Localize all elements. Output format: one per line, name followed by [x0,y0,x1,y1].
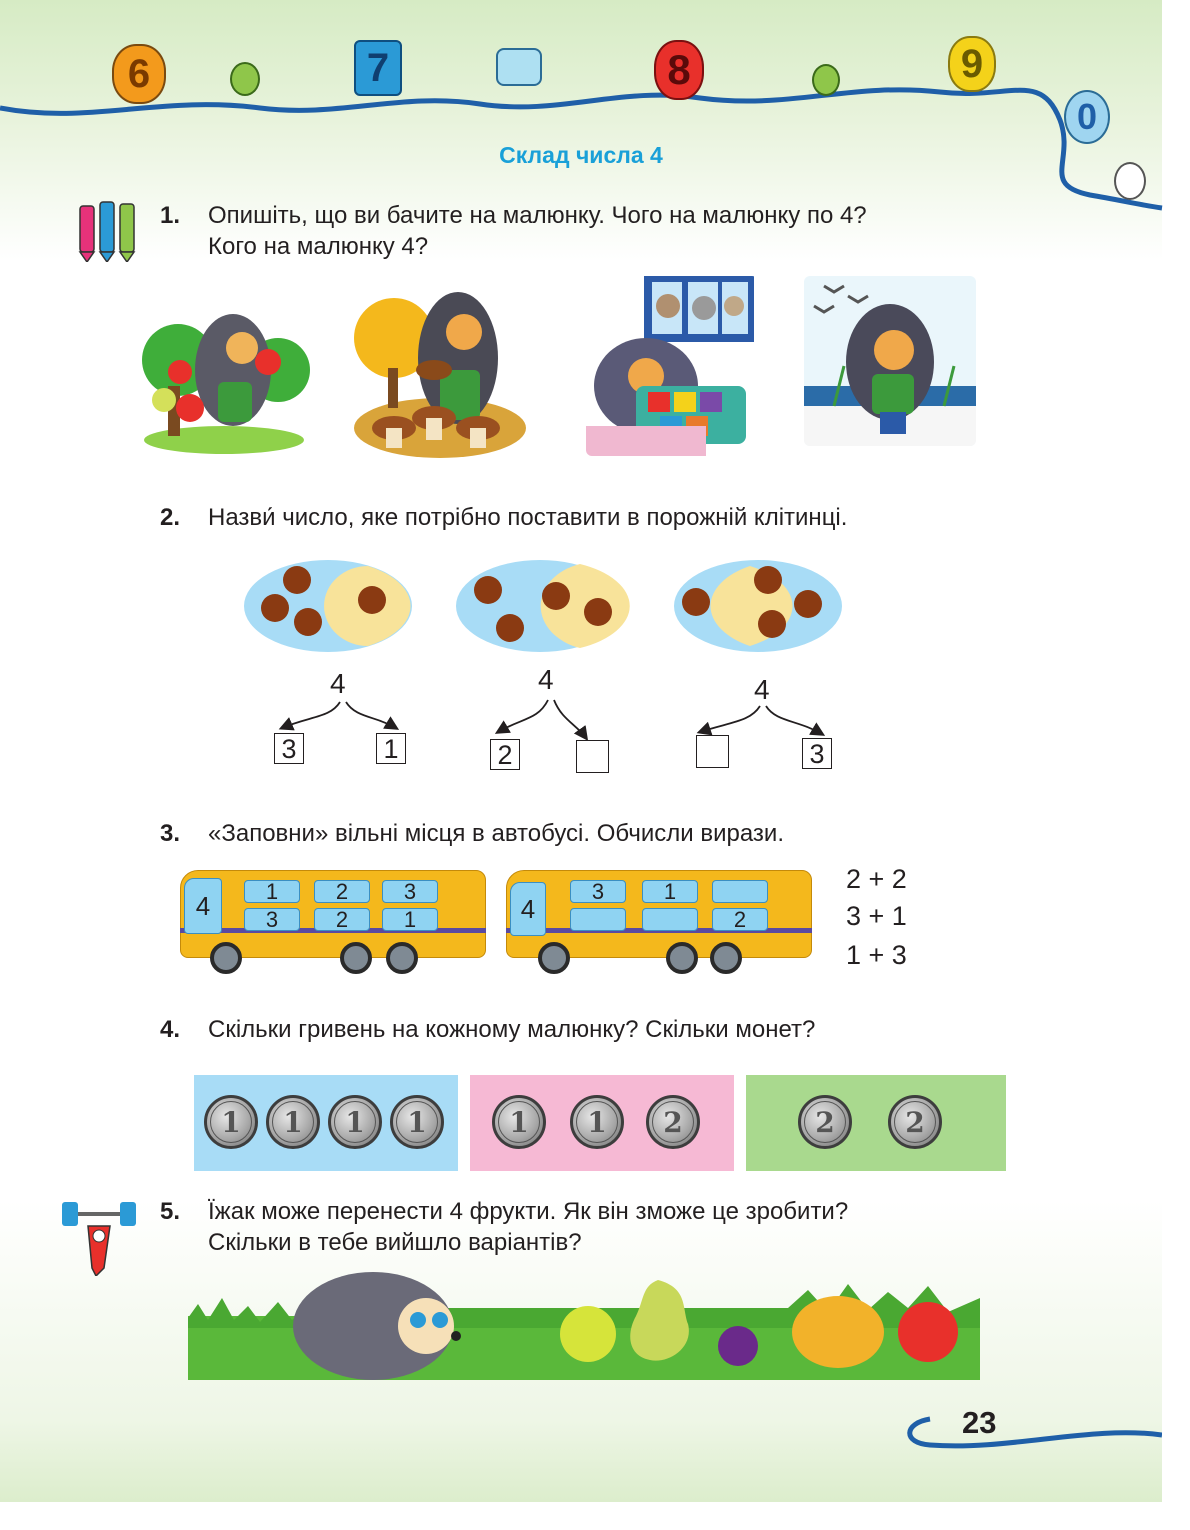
hedgehog-apples-picture [138,290,310,456]
mascot-0-icon: 0 [1064,90,1110,144]
mascot-box-figure-icon [496,48,542,86]
diagram-1-total: 4 [330,668,346,699]
bus-1-wheel-front [210,942,242,974]
pencils-icon [74,198,156,264]
bus-2-wheel-rear-1 [666,942,698,974]
bus-2-label: 4 [510,882,546,936]
footer-wave [907,1416,1162,1449]
mouse-icon [1114,162,1146,200]
task-1-line-2: Кого на малюнку 4? [208,233,429,260]
coin: 1 [390,1095,444,1149]
diagram-2-total: 4 [538,664,554,695]
bus-1-seat-bottom-1: 3 [244,908,300,931]
bus-1-seat-bottom-2: 2 [314,908,370,931]
diagram-1-right-box: 1 [376,733,406,764]
task-2-text: Назви́ число, яке потрібно поставити в п… [208,504,848,531]
bus-1-label: 4 [184,878,222,934]
bus-1: 4 1 2 3 3 2 1 [180,868,486,976]
coin: 1 [328,1095,382,1149]
hedgehog-fruits-picture [188,1268,980,1386]
bus-1-seat-top-1: 1 [244,880,300,903]
task-5-line-2: Скільки в тебе вийшло варіантів? [208,1229,582,1256]
chestnut-ovals [244,560,842,652]
diagram-2-empty-box[interactable] [576,740,609,773]
task-5-number: 5. [160,1198,181,1225]
bus-1-seat-top-3: 3 [382,880,438,903]
task-4-text: Скільки гривень на кожному малюнку? Скіл… [208,1016,816,1043]
bus-2-wheel-rear-2 [710,942,742,974]
bus-2: 4 3 1 2 [506,868,812,976]
task-3: 3. «Заповни» вільні місця в автобусі. Обч… [160,818,784,849]
diagram-3-right-box: 3 [802,738,832,769]
diagram-1-left-box: 3 [274,733,304,764]
task-1: 1. Опишіть, що ви бачите на малюнку. Чого… [160,200,867,262]
chestnut-oval-2 [456,560,630,652]
diagram-3-empty-box[interactable] [696,735,729,768]
bus-2-seat-top-3[interactable] [712,880,768,903]
bus-2-seat-bottom-1[interactable] [570,908,626,931]
mascot-8-icon: 8 [654,40,704,100]
mascot-9-icon: 9 [948,36,996,92]
expression-1: 2 + 2 [846,864,907,894]
weightlifter-pencil-icon [58,1192,140,1278]
composition-arrows [278,699,826,741]
mascot-6-icon: 6 [112,44,166,104]
header-wave [0,87,1163,211]
bus-2-seat-top-2: 1 [642,880,698,903]
task-2: 2. Назви́ число, яке потрібно поставити в… [160,502,847,533]
bus-2-wheel-front [538,942,570,974]
task-4: 4. Скільки гривень на кожному малюнку? Ск… [160,1014,815,1045]
expression-3: 1 + 3 [846,940,907,970]
bus-2-seat-bottom-2[interactable] [642,908,698,931]
diagram-2-left-box: 2 [490,739,520,770]
task-2-number: 2. [160,504,181,531]
task-1-line-1: Опишіть, що ви бачите на малюнку. Чого н… [208,202,867,229]
coin: 1 [570,1095,624,1149]
diagram-3-total: 4 [754,674,770,705]
page-title: Склад числа 4 [499,142,663,168]
task-3-text: «Заповни» вільні місця в автобусі. Обчис… [208,820,784,847]
bus-2-seat-top-1: 3 [570,880,626,903]
mascot-small-figure-icon [812,64,840,96]
chestnut-oval-1 [244,560,412,652]
coin: 1 [204,1095,258,1149]
hedgehog-sleeping-picture [586,276,758,456]
hedgehog-mushrooms-picture [354,278,526,460]
coin-group-1: 1 1 1 1 [194,1075,458,1171]
coin: 2 [888,1095,942,1149]
hedgehog-snowdrops-picture [804,276,976,446]
coin: 1 [266,1095,320,1149]
chestnut-oval-3 [674,560,842,652]
task-5-line-1: Їжак може перенести 4 фрукти. Як він змо… [208,1198,849,1225]
coin: 2 [798,1095,852,1149]
mascot-7-icon: 7 [354,40,402,96]
bus-1-wheel-rear-2 [386,942,418,974]
task-4-number: 4. [160,1016,181,1043]
coin: 2 [646,1095,700,1149]
coin-group-3: 2 2 [746,1075,1006,1171]
coin: 1 [492,1095,546,1149]
page-number: 23 [962,1405,997,1440]
mascot-eight-figure-icon [230,62,260,96]
bus-2-seat-bottom-3: 2 [712,908,768,931]
task-5: 5. Їжак може перенести 4 фрукти. Як він з… [160,1196,848,1258]
bus-1-wheel-rear-1 [340,942,372,974]
task-1-number: 1. [160,202,181,229]
bus-1-seat-top-2: 2 [314,880,370,903]
bus-1-seat-bottom-3: 1 [382,908,438,931]
task-3-number: 3. [160,820,181,847]
expression-2: 3 + 1 [846,901,907,931]
coin-group-2: 1 1 2 [470,1075,734,1171]
